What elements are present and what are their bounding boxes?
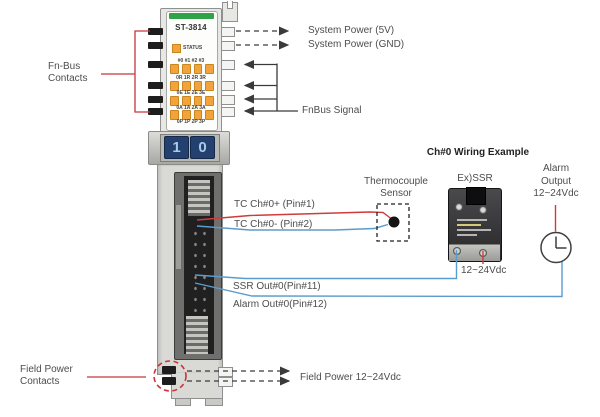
led: [205, 64, 214, 74]
field-power-contact: [162, 366, 176, 374]
tc-minus-wire: [196, 223, 389, 231]
thermocouple-line1: Thermocouple: [364, 176, 428, 187]
tc-minus-label: TC Ch#0- (Pin#2): [234, 219, 313, 230]
field-power-pin-tab: [218, 367, 233, 377]
bus-pin-tab: [221, 27, 235, 37]
led-row-label: 0A 1A 2A 3A: [176, 105, 206, 111]
field-power-pin-tab: [218, 377, 233, 387]
field-power-contacts-label: Field Power Contacts: [20, 364, 73, 388]
status-led: [172, 44, 181, 53]
bus-pin-tab: [221, 95, 235, 105]
rotary-digit-ones: 0: [190, 136, 215, 159]
field-power-contact: [162, 377, 176, 385]
alarm-output-label: Alarm Output 12~24Vdc: [522, 163, 590, 201]
ssr-out-label: SSR Out#0(Pin#11): [233, 281, 321, 292]
tc-plus-wire: [196, 211, 392, 221]
green-bar: [169, 13, 214, 19]
led-row-label: 0R 1R 2R 3R: [176, 75, 206, 81]
connector-slot: [176, 205, 181, 269]
fnbus-contact: [148, 82, 163, 89]
fnbus-contact: [148, 108, 163, 115]
ssr-label: Ex)SSR: [457, 173, 493, 184]
ssr-base-plate: [449, 244, 500, 261]
ssr-screw: [455, 203, 463, 211]
fnbus-contacts-label: Fn-Bus Contacts: [48, 61, 87, 85]
ssr-device: [448, 187, 502, 262]
led: [205, 110, 214, 120]
field-power-contacts-line1: Field Power: [20, 364, 73, 375]
alarm-output-line2: Output: [540, 175, 572, 187]
led-row: [170, 96, 214, 106]
thermocouple-junction-dot: [388, 216, 400, 228]
ssr-notch: [466, 187, 486, 205]
led-row-label: #0 #1 #2 #3: [177, 58, 205, 64]
system-power-gnd-label: System Power (GND): [308, 39, 405, 50]
ssr-supply-label: 12~24Vdc: [461, 265, 507, 276]
led-row: [170, 110, 214, 120]
bus-pin-tab: [221, 107, 235, 117]
fnbus-contacts-line1: Fn-Bus: [48, 61, 81, 72]
field-power-contacts-line2: Contacts: [20, 376, 60, 387]
fnbus-signal-arrows: [243, 59, 298, 116]
alarm-out-label: Alarm Out#0(Pin#12): [233, 299, 327, 310]
alarm-output-line1: Alarm: [542, 163, 570, 174]
led-row-label: 0P 1P 2P 3P: [176, 119, 206, 125]
thermocouple-label: Thermocouple Sensor: [352, 176, 440, 199]
ssr-label-line: [457, 234, 477, 236]
led: [193, 110, 203, 120]
ssr-out-wire: [194, 250, 458, 280]
led: [193, 64, 203, 74]
ssr-label-line: [457, 219, 487, 221]
connector-ribs: [188, 180, 210, 216]
fnbus-signal-label: FnBus Signal: [302, 105, 362, 116]
led: [181, 81, 191, 91]
status-label: STATUS: [183, 45, 203, 51]
led-row-label: 0E 1E 2E 3E: [176, 90, 206, 96]
fnbus-contact: [148, 61, 163, 68]
module-model-label: ST-3814: [175, 23, 207, 32]
alarm-output-line3: 12~24Vdc: [533, 188, 579, 199]
ssr-label-line: [457, 229, 491, 231]
thermocouple-line2: Sensor: [380, 187, 412, 199]
system-power-5v-label: System Power (5V): [308, 25, 395, 36]
fnbus-contact: [148, 96, 163, 103]
tc-plus-label: TC Ch#0+ (Pin#1): [234, 199, 315, 210]
fnbus-contacts-bracket: [134, 30, 150, 113]
rotary-digit-tens: 1: [164, 136, 189, 159]
alarm-out-wire: [194, 261, 563, 298]
led: [193, 81, 203, 91]
ssr-label-line: [457, 224, 481, 226]
module-foot: [205, 398, 223, 406]
bus-pin-tab: [221, 81, 235, 91]
field-power-label: Field Power 12~24Vdc: [300, 372, 401, 383]
ssr-screw: [479, 206, 487, 214]
bus-pin-tab: [221, 60, 235, 70]
connector-pins: [191, 228, 209, 312]
led: [205, 96, 214, 106]
led: [193, 96, 203, 106]
led: [205, 81, 214, 91]
bus-pin-tab: [221, 41, 235, 51]
led: [181, 64, 191, 74]
module-foot: [175, 398, 191, 406]
led: [170, 96, 179, 106]
field-power-highlight-circle: [153, 360, 187, 392]
led: [170, 64, 179, 74]
din-hook-notch: [227, 1, 233, 9]
fnbus-contact: [148, 42, 163, 49]
thermocouple-dashed-box: [376, 203, 410, 242]
led: [181, 96, 191, 106]
wiring-example-title: Ch#0 Wiring Example: [426, 147, 530, 158]
alarm-clock-icon: [540, 231, 572, 264]
led-row: [170, 81, 214, 91]
led-row: [170, 64, 214, 74]
fnbus-contact: [148, 28, 163, 35]
connector-ribs: [186, 316, 208, 354]
led: [181, 110, 191, 120]
fnbus-contacts-line2: Contacts: [48, 73, 88, 84]
led: [170, 110, 179, 120]
module-base: [171, 373, 223, 399]
led: [170, 81, 179, 91]
